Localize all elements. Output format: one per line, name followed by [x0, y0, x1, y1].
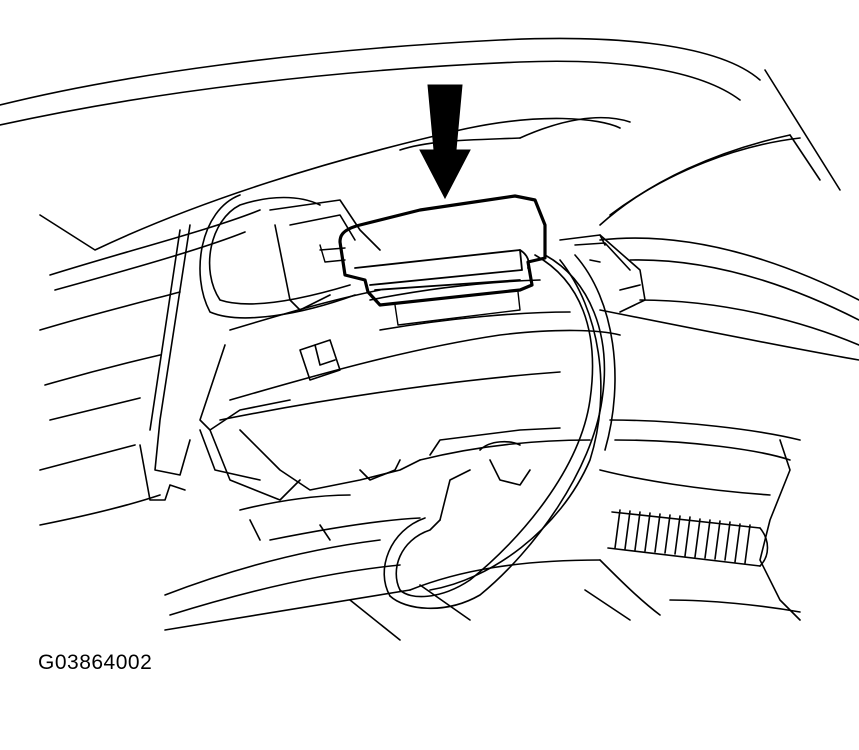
- figure-id-label: G03864002: [38, 651, 153, 674]
- wiring-harness: [200, 195, 615, 608]
- upper-body-panel: [0, 38, 760, 250]
- mounting-bracket: [200, 200, 570, 500]
- lower-body-panel: [165, 420, 800, 640]
- right-housing: [600, 70, 859, 360]
- corrugated-conduit: [608, 510, 768, 566]
- electrical-connector: [320, 196, 545, 325]
- channel-body: [200, 330, 620, 490]
- left-frame-rails: [40, 210, 260, 525]
- down-arrow-icon: [420, 85, 470, 198]
- harness-clip: [560, 235, 645, 312]
